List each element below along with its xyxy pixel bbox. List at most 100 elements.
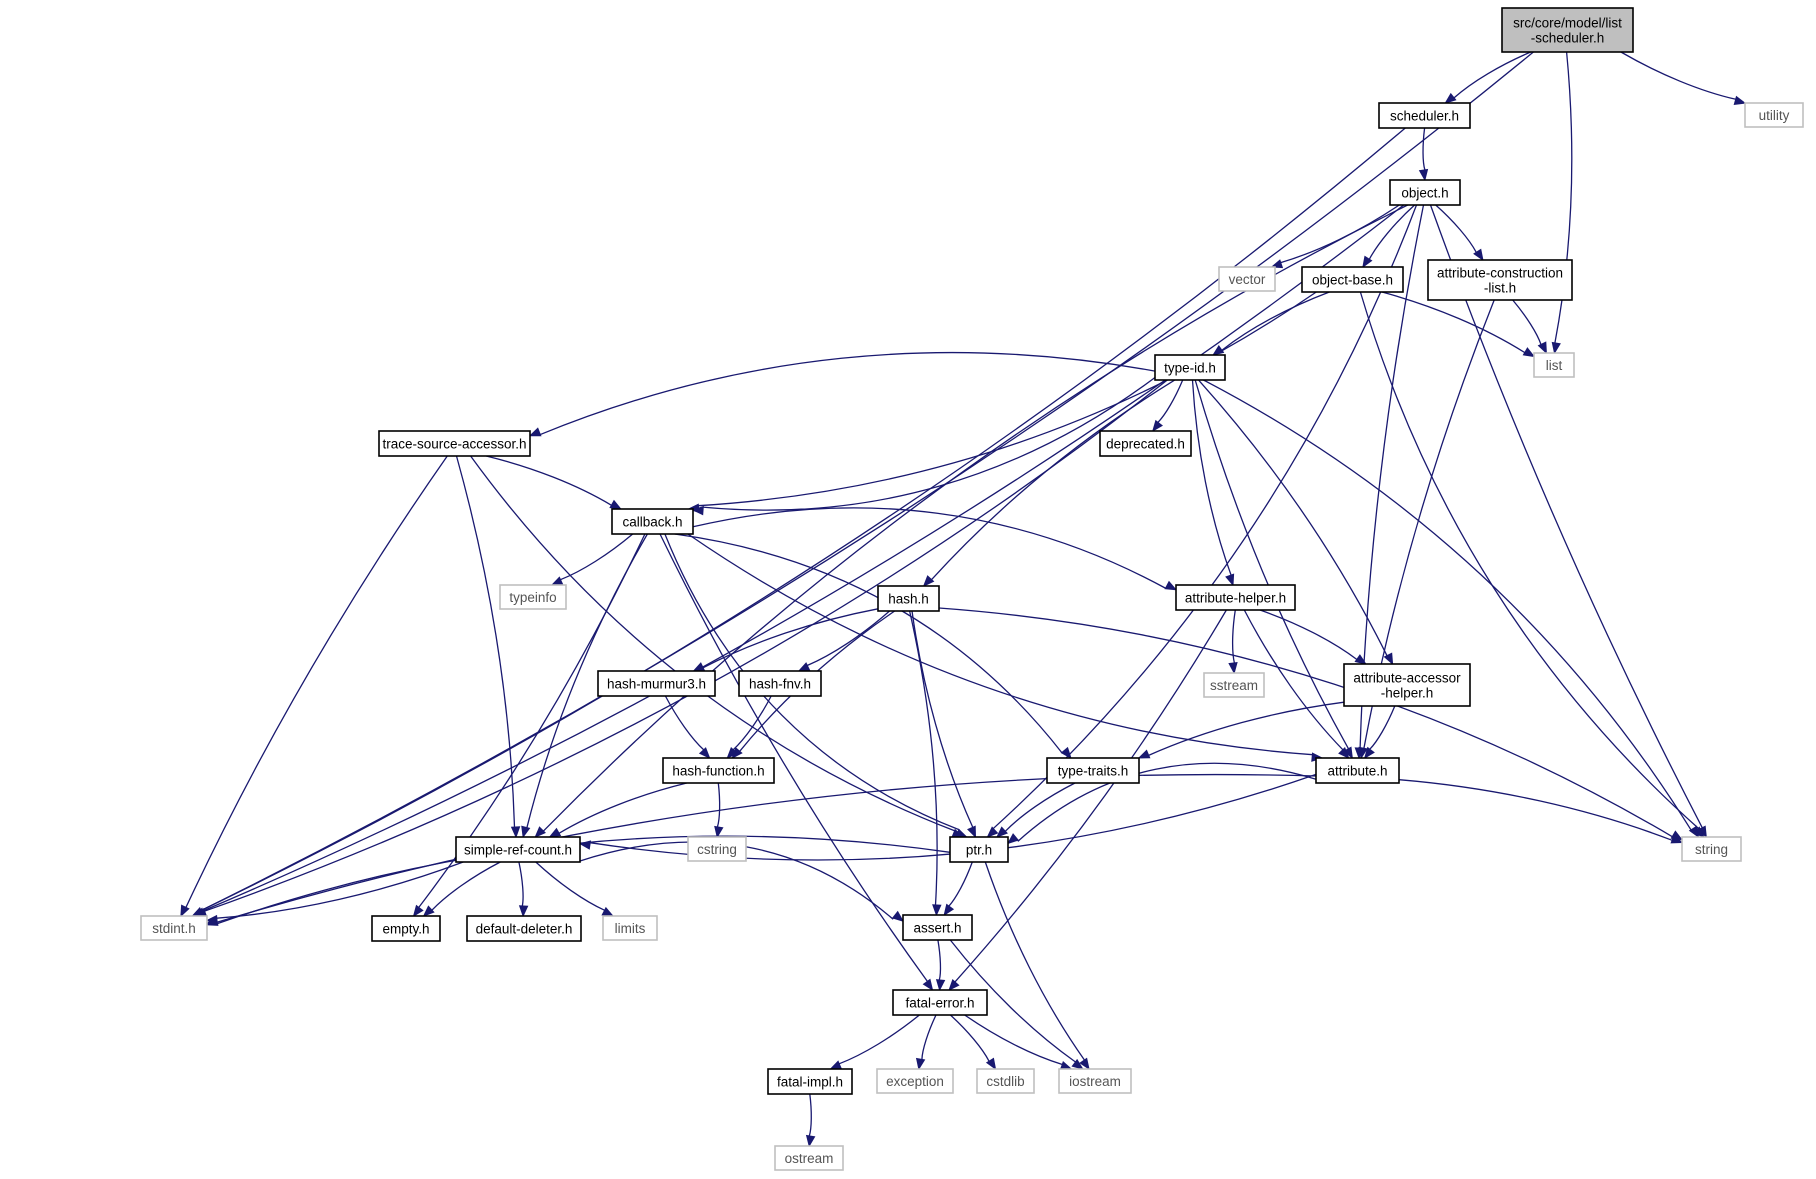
- node-trace-source-accessor[interactable]: trace-source-accessor.h: [378, 430, 531, 457]
- arrowhead: [1473, 248, 1484, 262]
- node-scheduler[interactable]: scheduler.h: [1378, 102, 1471, 129]
- node-label: callback.h: [622, 515, 682, 530]
- edge-line: [659, 533, 928, 982]
- edge-line: [200, 127, 1406, 912]
- node-limits: limits: [602, 915, 658, 941]
- node-hash-fnv[interactable]: hash-fnv.h: [738, 670, 822, 697]
- edge-attribute-helper-to-sstream: [1228, 609, 1238, 675]
- node-box: [1378, 102, 1471, 129]
- edge-line: [806, 610, 891, 667]
- arrowhead: [986, 826, 999, 838]
- node-box: [1203, 672, 1265, 698]
- node-deprecated[interactable]: deprecated.h: [1099, 430, 1192, 457]
- edge-callback-to-typeinfo: [550, 533, 634, 586]
- arrowhead: [829, 1060, 843, 1070]
- node-string: string: [1681, 836, 1742, 862]
- node-box: [892, 989, 988, 1016]
- edge-object-to-object-base: [1362, 204, 1416, 269]
- edge-line: [808, 1093, 812, 1137]
- node-fatal-error[interactable]: fatal-error.h: [892, 989, 988, 1016]
- edge-line: [216, 773, 1317, 923]
- arrowhead: [1418, 168, 1429, 182]
- edge-line: [664, 695, 705, 751]
- node-label: hash-murmur3.h: [607, 677, 706, 692]
- edge-simple-ref-count-to-empty: [422, 861, 501, 917]
- node-attribute-helper[interactable]: attribute-helper.h: [1175, 584, 1296, 611]
- edge-fatal-error-to-fatal-impl: [829, 1014, 920, 1070]
- edge-line: [1231, 609, 1236, 664]
- edge-ptr-to-assert: [943, 861, 973, 917]
- edge-line: [1422, 127, 1426, 171]
- node-box: [1058, 1068, 1132, 1094]
- node-label: attribute.h: [1327, 764, 1387, 779]
- arrowhead: [1060, 746, 1072, 760]
- edge-line: [992, 204, 1418, 830]
- node-label: deprecated.h: [1106, 437, 1185, 452]
- edge-scheduler-to-stdint: [191, 127, 1406, 917]
- node-simple-ref-count[interactable]: simple-ref-count.h: [455, 836, 581, 863]
- node-fatal-impl[interactable]: fatal-impl.h: [767, 1068, 853, 1095]
- node-label: -helper.h: [1381, 686, 1434, 701]
- edge-line: [1453, 51, 1531, 99]
- edge-line: [579, 841, 894, 920]
- node-attribute-construction-list[interactable]: attribute-construction-list.h: [1427, 259, 1573, 301]
- node-object-base[interactable]: object-base.h: [1301, 266, 1404, 293]
- edge-line: [518, 861, 524, 907]
- edge-callback-to-fatal-error: [659, 533, 934, 992]
- edge-line: [908, 610, 938, 906]
- edge-fatal-error-to-iostream: [964, 1014, 1073, 1071]
- edge-line: [716, 782, 721, 828]
- edge-line: [1148, 701, 1345, 756]
- node-vector: vector: [1218, 266, 1276, 292]
- node-object[interactable]: object.h: [1389, 179, 1461, 206]
- node-type-id[interactable]: type-id.h: [1154, 354, 1226, 381]
- node-assert[interactable]: assert.h: [902, 914, 973, 941]
- node-box: [1389, 179, 1461, 206]
- arrowhead: [932, 904, 942, 917]
- node-ptr[interactable]: ptr.h: [949, 836, 1009, 863]
- node-box: [466, 915, 582, 942]
- node-attribute-accessor-helper[interactable]: attribute-accessor-helper.h: [1343, 663, 1471, 707]
- node-iostream: iostream: [1058, 1068, 1132, 1094]
- edge-attribute-helper-to-attribute: [1243, 609, 1350, 759]
- node-type-traits[interactable]: type-traits.h: [1046, 757, 1140, 784]
- arrowhead: [1670, 834, 1684, 844]
- node-empty[interactable]: empty.h: [371, 915, 441, 942]
- arrowhead: [601, 906, 615, 917]
- edge-hash-murmur3-to-hash-function: [664, 695, 711, 759]
- arrowhead: [422, 905, 435, 917]
- node-box: [455, 836, 581, 863]
- node-hash-function[interactable]: hash-function.h: [662, 757, 775, 784]
- arrowhead: [891, 910, 905, 922]
- arrowhead: [1338, 747, 1350, 759]
- edge-line: [535, 861, 605, 911]
- node-hash[interactable]: hash.h: [877, 585, 940, 612]
- edge-line: [1398, 779, 1673, 841]
- arrowhead: [1270, 259, 1284, 269]
- arrowhead: [922, 978, 934, 992]
- edge-line: [1004, 782, 1076, 832]
- node-callback[interactable]: callback.h: [611, 508, 694, 535]
- edge-line: [674, 533, 1063, 754]
- node-label: src/core/model/list: [1513, 16, 1622, 31]
- edge-list-scheduler-to-list: [1551, 51, 1573, 355]
- edge-type-id-to-hash: [922, 379, 1176, 587]
- node-list-scheduler[interactable]: src/core/model/list-scheduler.h: [1501, 7, 1634, 53]
- node-label: sstream: [1210, 678, 1258, 693]
- edge-line: [1368, 204, 1416, 260]
- edge-simple-ref-count-to-assert: [579, 841, 905, 922]
- arrowhead: [922, 575, 935, 587]
- node-default-deleter[interactable]: default-deleter.h: [466, 915, 582, 942]
- node-label: exception: [886, 1074, 944, 1089]
- edge-trace-source-accessor-to-simple-ref-count: [455, 455, 521, 839]
- node-cstdlib: cstdlib: [976, 1068, 1035, 1094]
- node-label: typeinfo: [509, 590, 556, 605]
- edge-line: [1359, 291, 1700, 829]
- node-label: ostream: [785, 1151, 834, 1166]
- edge-line: [1243, 609, 1344, 751]
- node-box: [1218, 266, 1276, 292]
- node-attribute[interactable]: attribute.h: [1315, 757, 1400, 784]
- edge-line: [455, 455, 516, 828]
- edge-attribute-helper-to-attribute-accessor-helper: [1259, 609, 1367, 665]
- node-hash-murmur3[interactable]: hash-murmur3.h: [597, 670, 716, 697]
